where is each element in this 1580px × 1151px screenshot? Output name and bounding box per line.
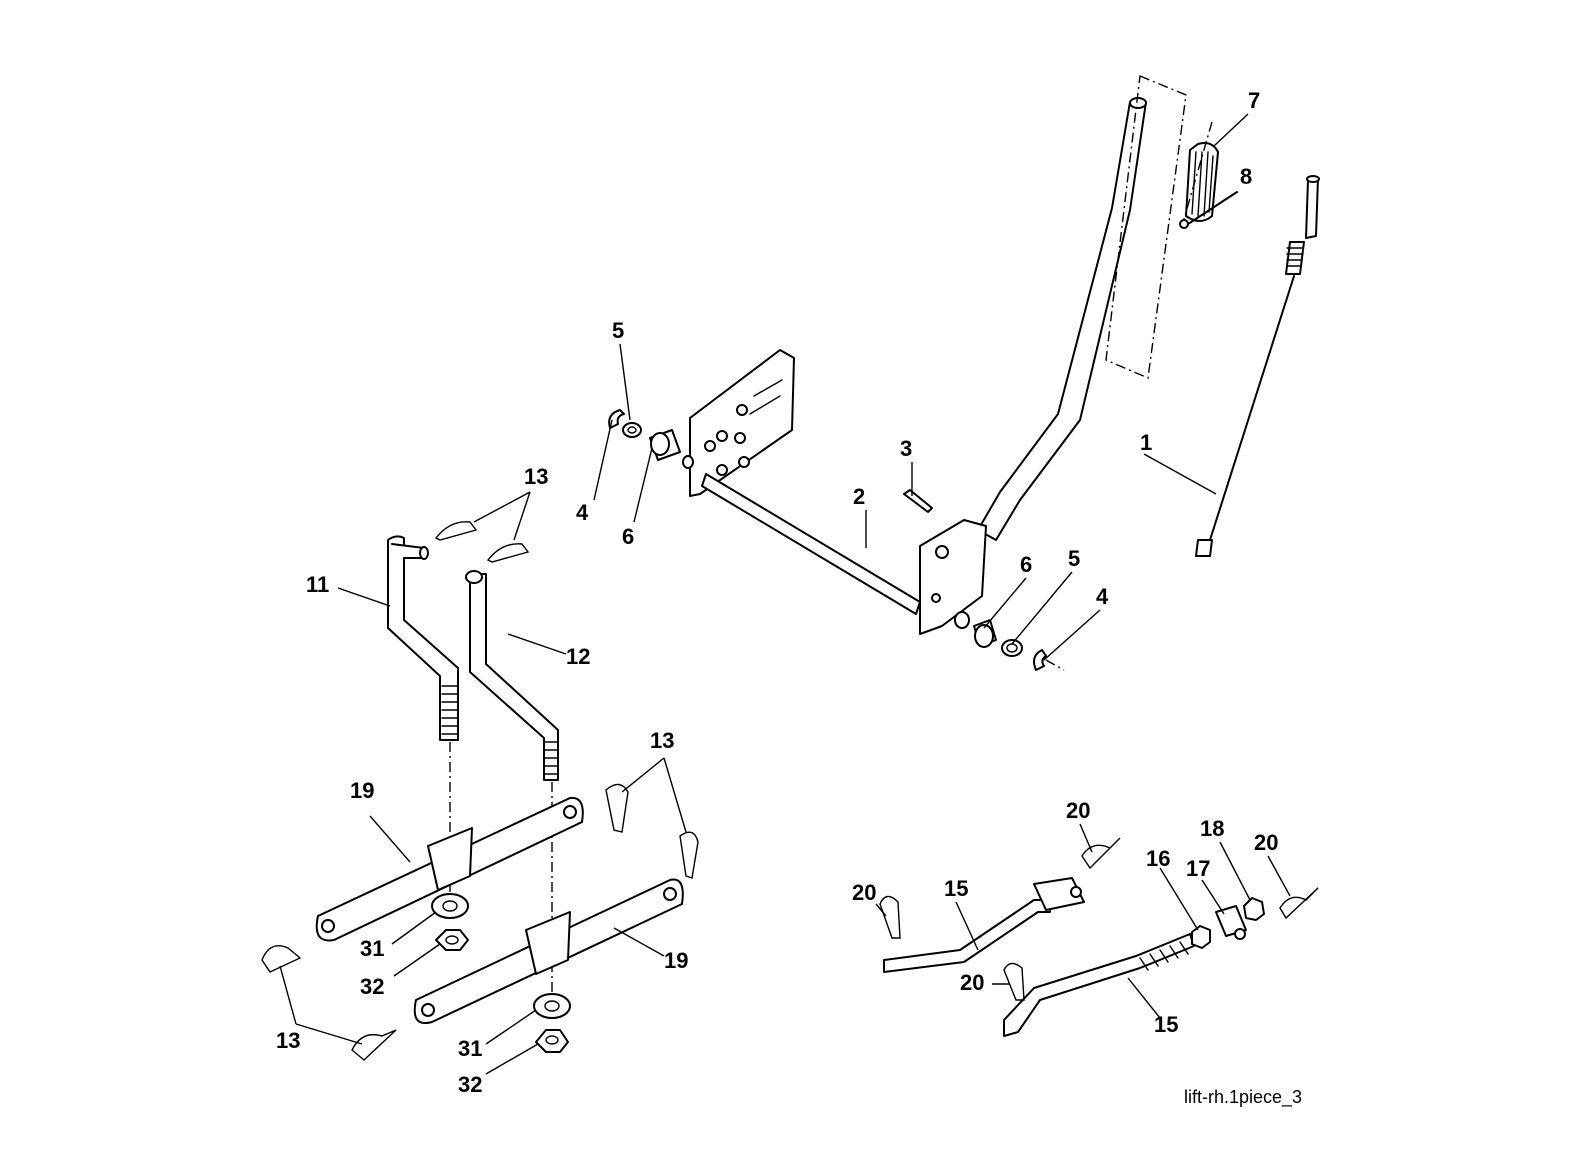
nut-18: [1243, 897, 1265, 921]
lift-link-12: [465, 570, 559, 781]
lift-handle: [977, 97, 1147, 541]
adjust-rod-upper: [883, 877, 1085, 973]
callout-32-lower: 32: [458, 1072, 482, 1097]
roll-pin: [1184, 191, 1238, 227]
callout-18: 18: [1200, 816, 1224, 841]
callout-13-lower: 13: [276, 1028, 300, 1053]
hairpin-clips-arms: [261, 783, 699, 1061]
callout-7: 7: [1248, 88, 1260, 113]
callout-31-lower: 31: [458, 1036, 482, 1061]
nut-16: [1191, 925, 1211, 949]
callout-12: 12: [566, 644, 590, 669]
callout-20-top: 20: [1066, 798, 1090, 823]
callout-19-upper: 19: [350, 778, 374, 803]
callout-19-lower: 19: [664, 948, 688, 973]
diagram-caption: lift-rh.1piece_3: [1184, 1087, 1302, 1108]
callout-4-right: 4: [1096, 584, 1109, 609]
lift-link-11: [387, 535, 459, 741]
spacer-31-upper: [431, 893, 469, 919]
callout-20-left: 20: [852, 880, 876, 905]
handle-grip-phantom: [1105, 75, 1187, 380]
callout-6-left: 6: [622, 524, 634, 549]
block-17: [1215, 905, 1247, 940]
roll-pin-end: [1179, 219, 1189, 229]
grip: [1181, 121, 1219, 227]
callout-labels: 1 2 3 4 4 5 5 6 6 7 8 11 12 13 13 13 15 …: [276, 88, 1278, 1097]
callout-8: 8: [1240, 164, 1252, 189]
callout-15-lower: 15: [1154, 1012, 1178, 1037]
left-shaft-hardware: [608, 409, 694, 469]
callout-16: 16: [1146, 846, 1170, 871]
callout-4-left: 4: [576, 500, 589, 525]
callout-20-right: 20: [1254, 830, 1278, 855]
callout-1: 1: [1140, 430, 1152, 455]
lift-shaft-assembly: [689, 349, 987, 635]
lift-arm-upper: [315, 796, 584, 942]
callout-2: 2: [853, 484, 865, 509]
hairpin-clips-20: [879, 837, 1319, 1001]
nut-32-lower: [535, 1029, 569, 1053]
lift-arm-lower: [413, 878, 684, 1024]
callout-13-top: 13: [524, 464, 548, 489]
callout-20-mid: 20: [960, 970, 984, 995]
adjust-rod-lower: [1003, 933, 1195, 1037]
callout-5-left: 5: [612, 318, 624, 343]
callout-6-right: 6: [1020, 552, 1032, 577]
callout-31-upper: 31: [360, 936, 384, 961]
spacer-31-lower: [533, 993, 571, 1019]
handle-rod: [1195, 175, 1320, 557]
nut-32-upper: [435, 929, 469, 951]
callout-3: 3: [900, 436, 912, 461]
hairpin-clips-top: [434, 521, 530, 563]
callout-15-upper: 15: [944, 876, 968, 901]
right-shaft-hardware: [954, 611, 1065, 671]
callout-17: 17: [1186, 856, 1210, 881]
leader-lines: [279, 113, 1291, 1075]
callout-11: 11: [306, 572, 329, 597]
callout-32-upper: 32: [360, 974, 384, 999]
callout-5-right: 5: [1068, 546, 1080, 571]
callout-13-right: 13: [650, 728, 674, 753]
